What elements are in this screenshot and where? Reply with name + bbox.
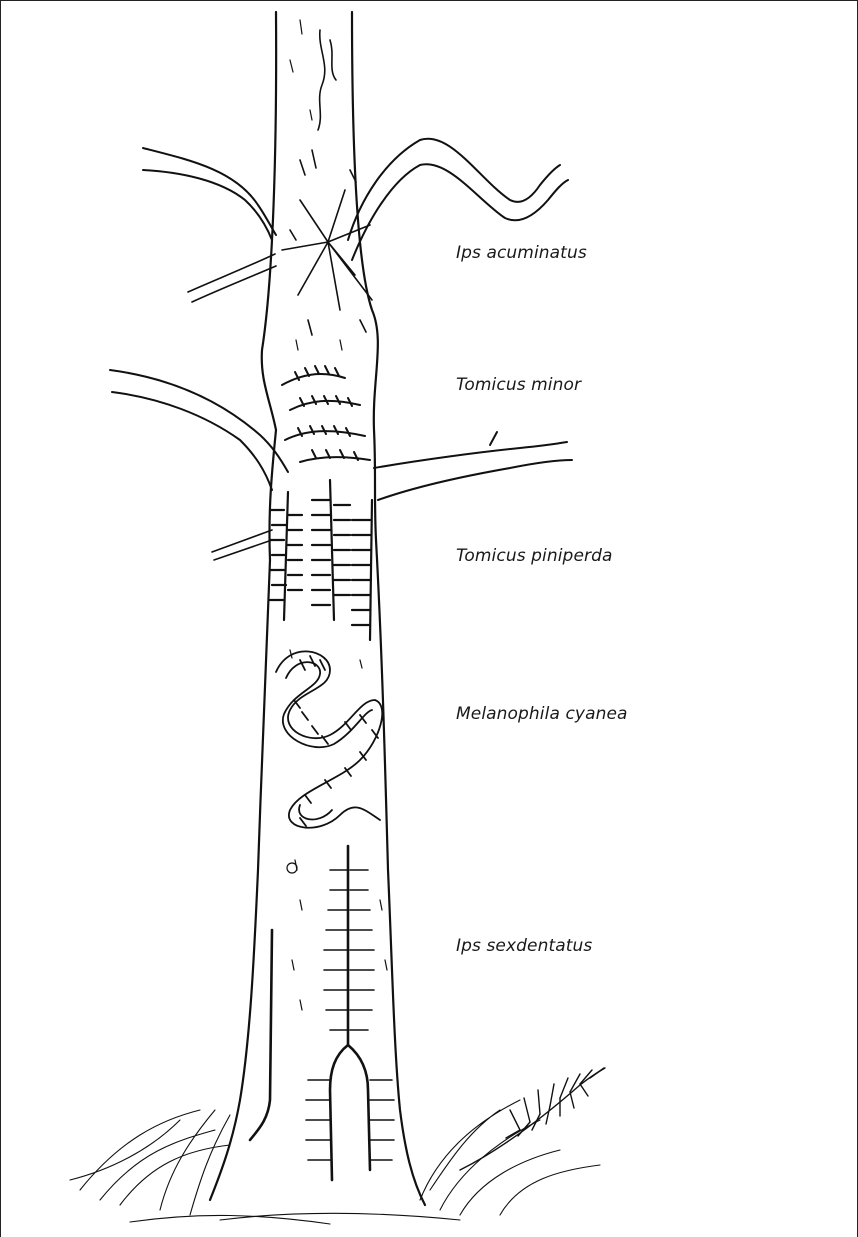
label-melanophila-cyanea: Melanophila cyanea [456,704,628,724]
trunk-outline [210,12,425,1205]
branch-stub [212,530,272,560]
fallen-pine-twig [460,1068,605,1170]
upper-left-branch [143,148,276,240]
ips-acuminatus-gallery [282,30,372,335]
ips-sexdentatus-gallery [250,846,370,1180]
upper-right-branch [348,139,568,260]
left-twig [188,254,276,302]
label-ips-sexdentatus: Ips sexdentatus [456,936,592,956]
label-tomicus-piniperda: Tomicus piniperda [456,546,613,566]
tomicus-piniperda-gallery [270,480,372,640]
middle-right-branch [374,432,572,500]
label-ips-acuminatus: Ips acuminatus [456,243,587,263]
tomicus-minor-gallery [282,366,370,462]
melanophila-cyanea-gallery [276,651,382,827]
grass-base [70,1100,600,1224]
ips-sexdentatus-larval-tunnels [306,870,394,1160]
middle-left-branch [110,370,288,490]
label-tomicus-minor: Tomicus minor [456,375,581,395]
